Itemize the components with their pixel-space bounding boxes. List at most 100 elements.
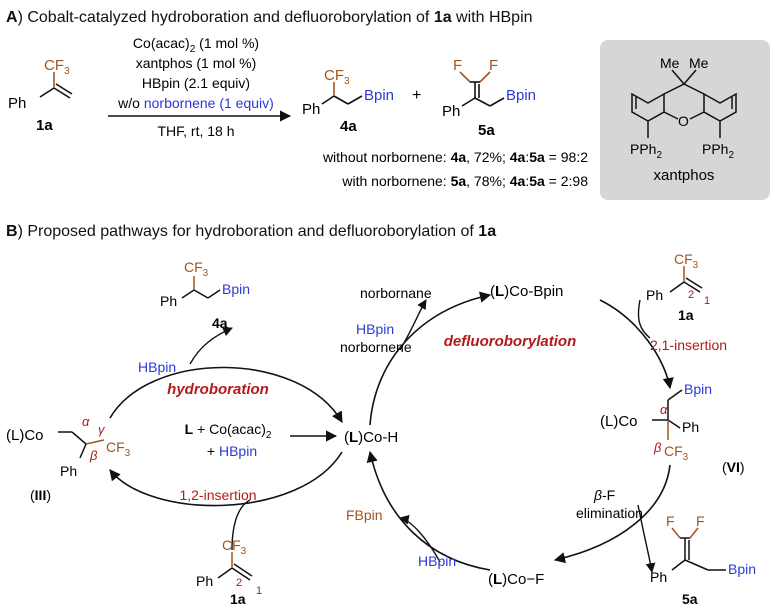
substrate-1a-top-structure (669, 266, 703, 293)
result-without-norbornene: without norbornene: 4a, 72%; 4a:5a = 98:… (322, 149, 588, 165)
ph-label-1a: Ph (8, 95, 26, 112)
catalyst-init-line2: + HBpin (207, 443, 257, 459)
cf3-label-1a-top: CF3 (674, 251, 699, 271)
gamma-label-iii: γ (98, 422, 106, 437)
oxygen-label: O (678, 113, 689, 129)
ph-label-4a: Ph (302, 101, 320, 118)
carbon-1-label-top: 1 (704, 295, 710, 307)
alkene-1a-in-arrow (637, 299, 651, 339)
bpin-label-vi: Bpin (684, 381, 712, 397)
ph-label-iii: Ph (60, 463, 77, 479)
f-label-5a-right: F (489, 57, 498, 74)
compound-label-5a-b: 5a (682, 591, 698, 607)
methyl-label-left: Me (660, 55, 680, 71)
ph-label-5a-b: Ph (650, 569, 667, 585)
part-a-title: A) Cobalt-catalyzed hydroboration and de… (6, 9, 533, 26)
bpin-label-4a: Bpin (364, 87, 394, 104)
ph-label-1a-bottom: Ph (196, 573, 213, 589)
compound-label-4a: 4a (340, 118, 357, 135)
f-label-5a-left: F (453, 57, 462, 74)
insertion-21-label: 2,1-insertion (650, 337, 727, 353)
condition-reagent: HBpin (2.1 equiv) (142, 75, 250, 91)
carbon-2-label-bottom: 2 (236, 577, 242, 589)
cf3-label-vi: CF3 (664, 443, 689, 463)
compound-label-1a-top: 1a (678, 307, 694, 323)
part-a: A) Cobalt-catalyzed hydroboration and de… (6, 9, 770, 200)
alpha-label-iii: α (82, 414, 90, 429)
compound-label-1a: 1a (36, 117, 53, 134)
cf3-label-4a-b: CF3 (184, 259, 209, 279)
part-b-title: B) Proposed pathways for hydroboration a… (6, 223, 496, 240)
cobalt-boryl: (L)Co-Bpin (490, 283, 563, 300)
compound-label-4a-b: 4a (212, 315, 228, 331)
hbpin-to-4a-arrow (189, 327, 233, 365)
intermediate-iii-structure (58, 431, 105, 459)
ph-label-5a: Ph (442, 103, 460, 120)
bpin-label-5a-b: Bpin (728, 561, 756, 577)
lco-label-vi: (L)Co (600, 413, 638, 430)
hydroboration-label: hydroboration (167, 381, 269, 398)
carbon-1-label-bottom: 1 (256, 585, 262, 597)
norbornane-out-arrow (399, 299, 427, 351)
part-b: B) Proposed pathways for hydroboration a… (6, 223, 756, 607)
pph2-label-left: PPh2 (630, 141, 662, 161)
beta-f-label: β-F (593, 487, 615, 503)
carbon-2-label-top: 2 (688, 289, 694, 301)
result-with-norbornene: with norbornene: 5a, 78%; 4a:5a = 2:98 (341, 173, 588, 189)
f-label-5a-b-left: F (666, 513, 675, 529)
insertion-12-label: 1,2-insertion (179, 487, 256, 503)
f-label-5a-b-right: F (696, 513, 705, 529)
cobalt-hydride: (L)Co-H (344, 429, 398, 446)
product-4a-b-structure (181, 276, 221, 299)
intermediate-vi-structure (652, 389, 683, 440)
norbornane-label: norbornane (360, 285, 432, 301)
product-5a-b-structure (671, 527, 726, 571)
norbornene-label: norbornene (340, 339, 412, 355)
fluoride-to-hydride-arrow (366, 450, 491, 571)
fbpin-out-arrow (399, 514, 441, 563)
cf3-label-1a: CF3 (44, 57, 70, 77)
insertion-12-arrow (109, 451, 343, 507)
substrate-1a-bottom-structure (217, 552, 253, 581)
roman-label-vi: (VI) (722, 459, 745, 475)
hydride-to-boryl-arrow (369, 291, 492, 426)
hbpin-bottom: HBpin (418, 553, 456, 569)
cf3-label-4a: CF3 (324, 67, 350, 87)
bpin-label-4a-b: Bpin (222, 281, 250, 297)
methyl-label-right: Me (689, 55, 709, 71)
ph-label-vi: Ph (682, 419, 699, 435)
plus-sign: + (412, 87, 421, 104)
hbpin-hydroboration: HBpin (138, 359, 176, 375)
catalyst-init-line1: L + Co(acac)2 (185, 421, 272, 441)
pph2-label-right: PPh2 (702, 141, 734, 161)
condition-catalyst: Co(acac)2 (1 mol %) (133, 35, 259, 55)
lco-label-iii: (L)Co (6, 427, 44, 444)
cobalt-fluoride: (L)Co−F (488, 571, 544, 588)
condition-additive: w/o norbornene (1 equiv) (117, 95, 274, 111)
product-4a-structure (321, 82, 363, 105)
condition-ligand: xantphos (1 mol %) (136, 55, 257, 71)
insertion-21-arrow (599, 299, 674, 390)
alpha-label-vi: α (660, 402, 668, 417)
elimination-label: elimination (576, 505, 643, 521)
hbpin-defluoroborylation: HBpin (356, 321, 394, 337)
defluoroborylation-label: defluoroborylation (444, 333, 577, 350)
beta-label-iii: β (89, 448, 98, 463)
cf3-label-iii: CF3 (106, 439, 131, 459)
product-5a-structure (459, 71, 505, 107)
ph-label-4a-b: Ph (160, 293, 177, 309)
xantphos-structure (631, 69, 737, 138)
cf3-label-1a-bottom: CF3 (222, 537, 247, 557)
roman-label-iii: (III) (30, 487, 51, 503)
5a-out-arrow (637, 504, 656, 573)
ph-label-1a-top: Ph (646, 287, 663, 303)
substrate-1a-structure (39, 72, 73, 99)
compound-label-5a: 5a (478, 122, 495, 139)
condition-solvent: THF, rt, 18 h (157, 123, 234, 139)
hydroboration-arrow (109, 366, 343, 423)
compound-label-1a-bottom: 1a (230, 591, 246, 607)
xantphos-panel (600, 40, 770, 200)
beta-f-elimination-arrow (553, 464, 671, 564)
alkene-in-arrow (231, 499, 251, 551)
beta-label-vi: β (653, 440, 662, 455)
